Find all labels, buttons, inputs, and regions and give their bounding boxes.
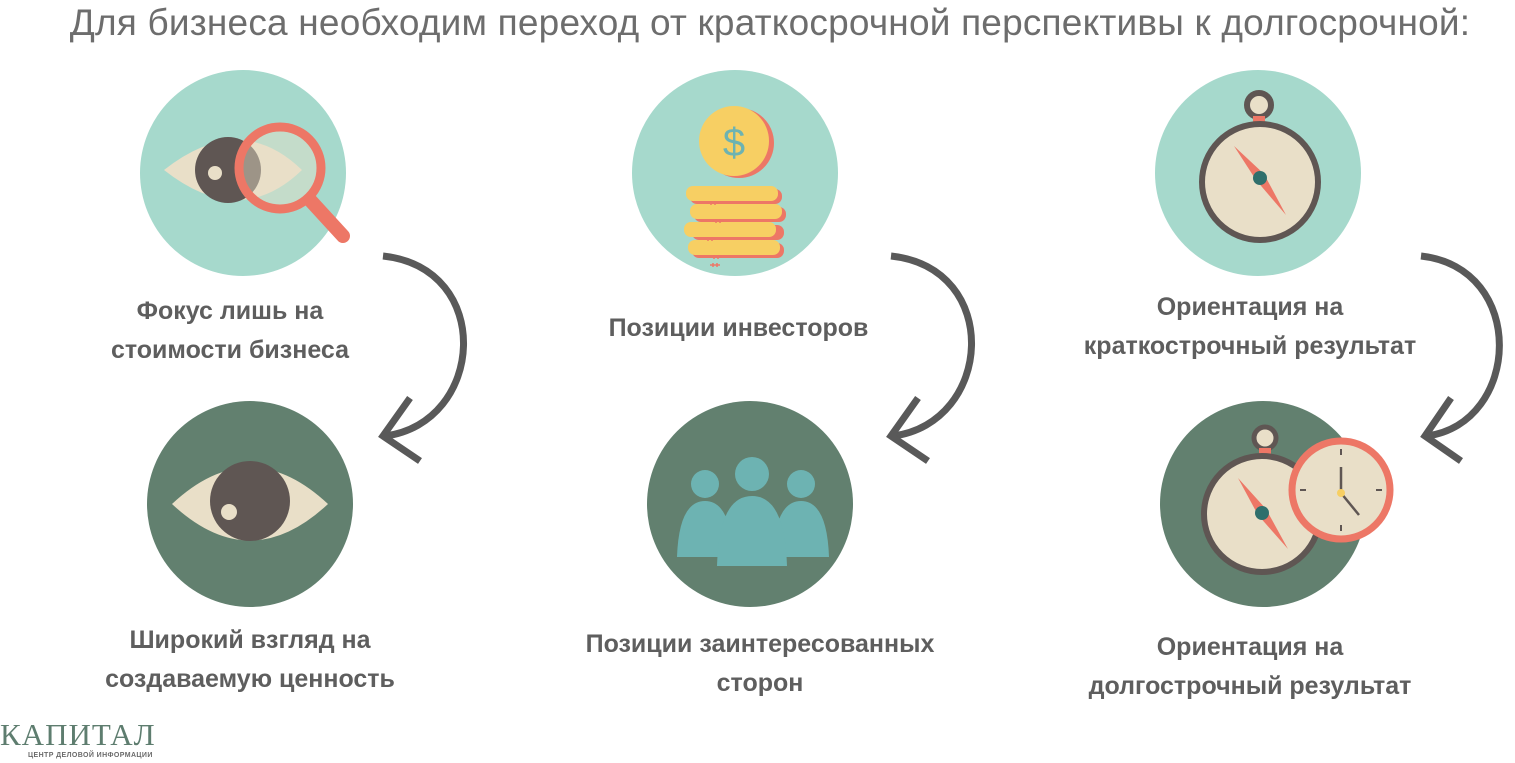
logo-subtitle: ЦЕНТР ДЕЛОВОЙ ИНФОРМАЦИИ bbox=[28, 752, 153, 759]
compass-clock-icon bbox=[1160, 401, 1394, 607]
label-line: Позиции заинтересованных bbox=[585, 630, 935, 658]
coin-stack-icon: $ bbox=[632, 70, 838, 276]
label-long-term-orientation: Ориентация на долгострочный результат bbox=[1050, 628, 1450, 706]
transition-arrow-2 bbox=[886, 252, 975, 464]
label-line: Ориентация на bbox=[1156, 633, 1344, 661]
label-short-term-orientation: Ориентация на краткострочный результат bbox=[1050, 288, 1450, 366]
label-focus-business-value: Фокус лишь на стоимости бизнеса bbox=[60, 292, 400, 370]
label-line: стоимости бизнеса bbox=[110, 336, 350, 364]
label-investor-positions: Позиции инвесторов bbox=[560, 309, 917, 348]
label-line: создаваемую ценность bbox=[105, 665, 395, 693]
label-line: Ориентация на bbox=[1156, 293, 1344, 321]
label-line: долгострочный результат bbox=[1088, 672, 1412, 700]
stopwatch-compass-icon bbox=[1155, 70, 1361, 276]
logo-name: КАПИТАЛ bbox=[0, 717, 156, 752]
label-line: Позиции инвесторов bbox=[608, 314, 869, 342]
label-stakeholder-positions: Позиции заинтересованных сторон bbox=[550, 625, 970, 703]
label-line: сторон bbox=[716, 669, 804, 697]
transition-arrow-3 bbox=[1420, 252, 1503, 464]
transition-arrow-1 bbox=[378, 252, 467, 464]
svg-text:$: $ bbox=[723, 121, 745, 165]
page-title: Для бизнеса необходим переход от краткос… bbox=[69, 2, 1471, 43]
eye-magnifier-icon bbox=[140, 70, 350, 276]
label-line: краткострочный результат bbox=[1083, 332, 1417, 360]
label-broad-view: Широкий взгляд на создаваемую ценность bbox=[60, 621, 440, 699]
label-line: Фокус лишь на bbox=[136, 297, 324, 325]
brand-logo: КАПИТАЛ ЦЕНТР ДЕЛОВОЙ ИНФОРМАЦИИ bbox=[0, 717, 180, 760]
label-line: Широкий взгляд на bbox=[129, 626, 371, 654]
people-group-icon bbox=[647, 401, 853, 607]
eye-icon bbox=[147, 401, 353, 607]
